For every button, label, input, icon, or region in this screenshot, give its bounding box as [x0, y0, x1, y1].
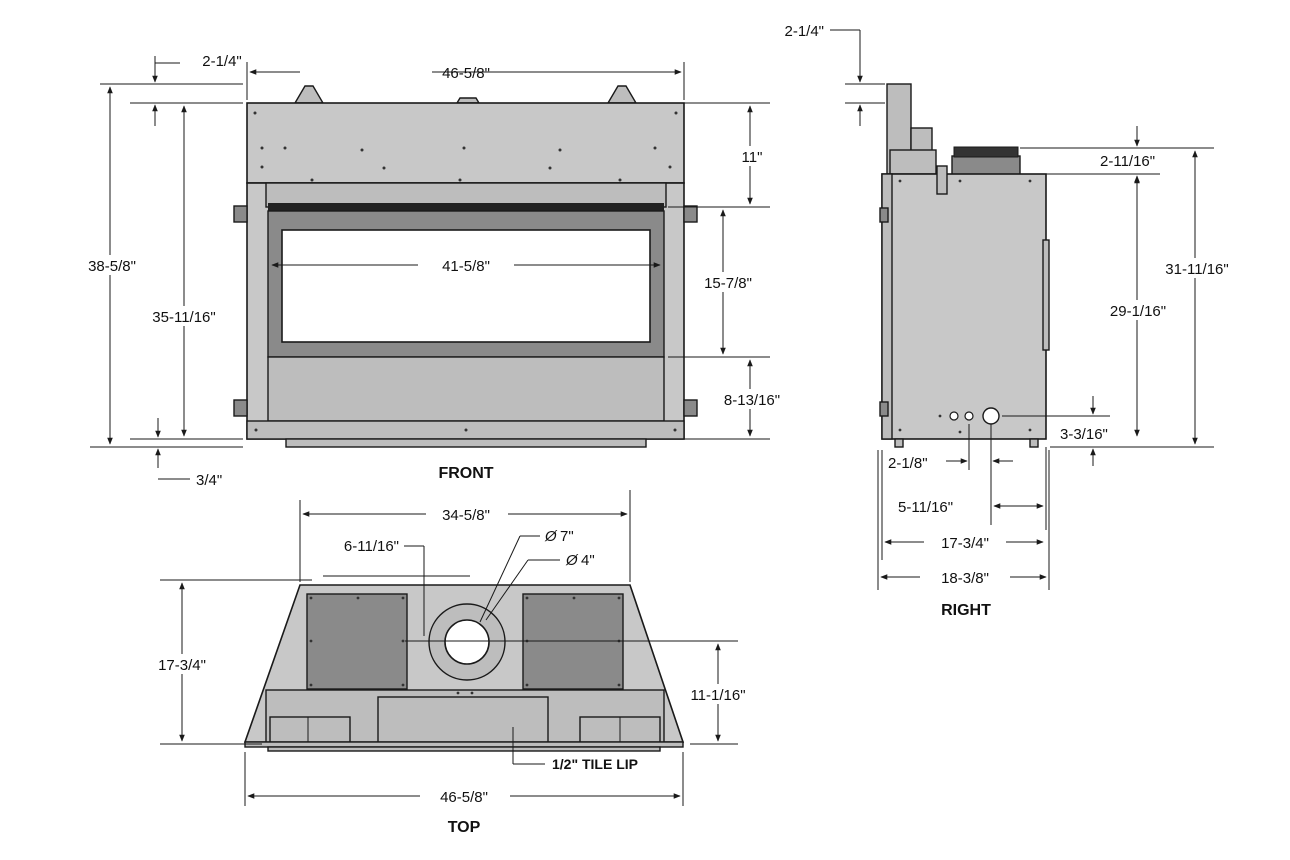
top-depth-label-bg — [140, 654, 224, 674]
right-gas-height-label: 3-3/16" — [1060, 426, 1108, 443]
front-top-panel-label: 11" — [742, 149, 763, 166]
right-hood-lip — [889, 149, 937, 175]
right-body — [881, 173, 1047, 440]
front-opening-label-bg — [418, 256, 514, 274]
top-depth-label: 17-3/4" — [158, 657, 206, 674]
front-tile-lip — [285, 438, 647, 448]
top-outer-flue-symbol: Ø — [544, 528, 558, 545]
right-foot-front — [894, 438, 904, 448]
top-left-bracket — [269, 716, 351, 743]
front-nailing-tab-right — [606, 85, 638, 104]
right-bracket-upper — [879, 207, 889, 223]
front-body-height-label: 35-11/16" — [152, 309, 215, 326]
front-opening-width-label: 41-5/8" — [442, 258, 490, 275]
right-flue-collar — [951, 155, 1021, 177]
right-gas-from-rear-label: 5-11/16" — [898, 499, 953, 516]
right-flue-collar-label: 2-11/16" — [1100, 153, 1155, 170]
top-center-box — [377, 696, 549, 743]
top-tile-lip-label: 1/2" TILE LIP — [552, 756, 638, 772]
front-lower-panel — [267, 356, 665, 422]
right-clip — [936, 165, 948, 195]
front-rivets — [253, 111, 678, 432]
right-flue-ring — [953, 146, 1019, 158]
right-view-title: RIGHT — [941, 602, 991, 619]
right-gas-spacing-label: 2-1/8" — [888, 455, 928, 472]
front-header-trim — [268, 203, 664, 211]
front-bracket-lower-left — [233, 399, 248, 417]
front-view-title: FRONT — [438, 465, 493, 482]
top-front-width-label: 46-5/8" — [440, 789, 488, 806]
right-body-depth-label: 17-3/4" — [941, 535, 989, 552]
right-body-height-label-bg — [1097, 300, 1179, 320]
front-overall-height-label: 38-5/8" — [88, 258, 136, 275]
top-lip-strip — [267, 746, 661, 752]
front-bracket-lower-right — [683, 399, 698, 417]
right-bracket-lower — [879, 401, 889, 417]
right-rear-tab — [1042, 239, 1050, 351]
top-flue-center-label: 11-1/16" — [690, 687, 745, 704]
right-gas-port-1 — [949, 411, 959, 421]
front-glass-opening — [281, 229, 651, 343]
top-inner-flue-label: 4" — [581, 552, 595, 569]
right-front-edge — [881, 173, 893, 440]
right-overall-depth-label: 18-3/8" — [941, 570, 989, 587]
top-inner-flue-collar — [444, 619, 490, 665]
front-bottom-offset-label: 3/4" — [196, 472, 222, 489]
front-upper-panel — [246, 102, 685, 184]
top-view — [243, 584, 685, 752]
top-view-title: TOP — [448, 819, 481, 836]
right-body-depth-label-bg — [924, 533, 1006, 551]
right-rivets — [898, 179, 1032, 434]
right-gas-port-2 — [964, 411, 974, 421]
front-view — [233, 85, 698, 448]
front-lower-panel-label-bg — [710, 389, 794, 409]
front-top-panel-label-bg — [735, 146, 769, 166]
front-bracket-upper-right — [683, 205, 698, 223]
right-foot-rear — [1029, 438, 1039, 448]
top-rear-width-label: 34-5/8" — [442, 507, 490, 524]
right-view — [879, 83, 1050, 448]
top-front-width-label-bg — [420, 787, 510, 805]
right-overall-height-label-bg — [1155, 258, 1239, 278]
front-lower-panel-label: 8-13/16" — [724, 392, 780, 409]
front-width-label-bg — [300, 63, 432, 81]
right-gas-inlet — [982, 407, 1000, 425]
top-rear-width-label-bg — [426, 505, 508, 523]
top-flue-center-label-bg — [672, 684, 764, 704]
front-height-label-bg — [70, 255, 150, 275]
top-inner-flue-symbol: Ø — [565, 552, 579, 569]
front-overall-width-label: 46-5/8" — [442, 65, 490, 82]
right-body-height-label: 29-1/16" — [1110, 303, 1166, 320]
right-overall-height-label: 31-11/16" — [1165, 261, 1228, 278]
front-bracket-upper-left — [233, 205, 248, 223]
right-top-offset-label: 2-1/4" — [784, 23, 824, 40]
front-opening-height-label: 15-7/8" — [704, 275, 752, 292]
top-tile-lip — [244, 741, 684, 748]
top-outer-flue-label: 7" — [560, 528, 574, 545]
front-top-offset-label: 2-1/4" — [202, 53, 242, 70]
front-opening-height-label-bg — [693, 272, 763, 292]
front-nailing-tab-left — [293, 85, 325, 104]
top-flue-offset-label: 6-11/16" — [344, 538, 399, 555]
front-body-label-bg — [138, 306, 230, 326]
right-overall-depth-label-bg — [920, 568, 1010, 586]
top-left-vent-panel — [306, 593, 408, 690]
